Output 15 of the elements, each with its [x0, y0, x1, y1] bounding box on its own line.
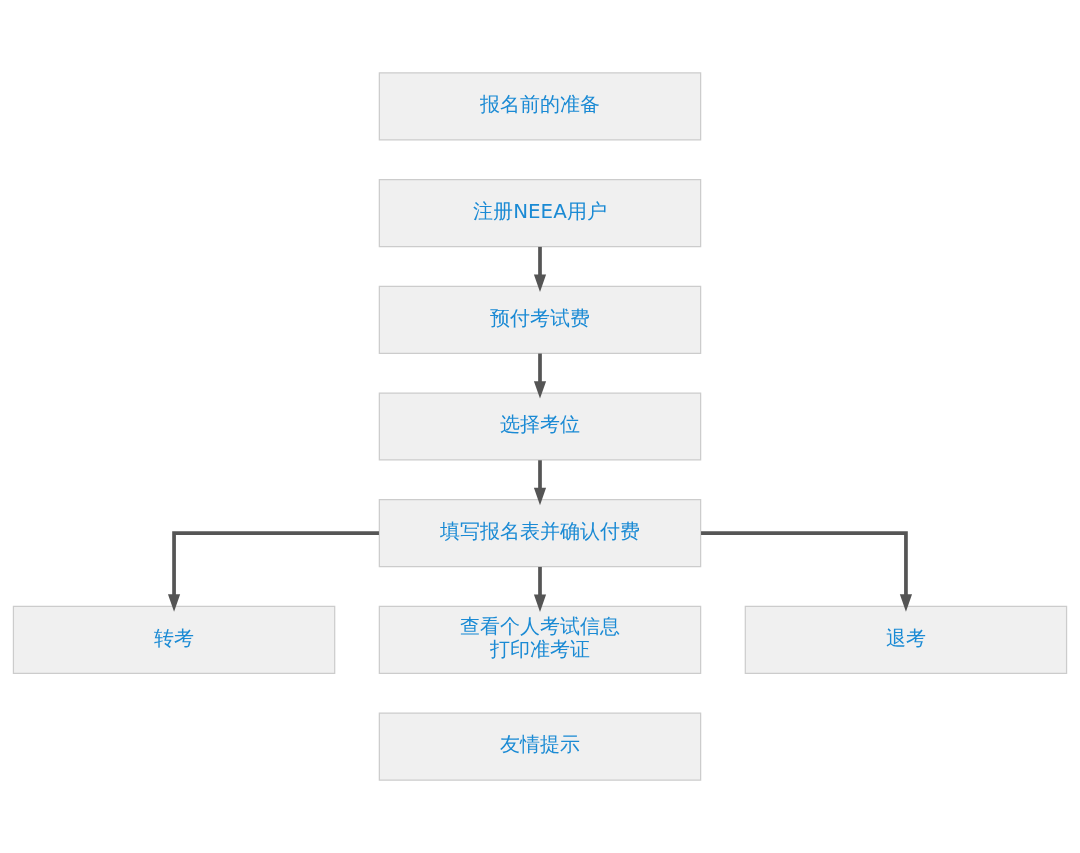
- node-box: 预付考试费: [378, 285, 702, 354]
- arrow: [533, 353, 547, 399]
- arrow: [533, 566, 547, 612]
- arrow: [533, 246, 547, 292]
- node-box: 退考: [744, 605, 1068, 674]
- node-box: 查看个人考试信息 打印准考证: [378, 605, 702, 674]
- node-box: 报名前的准备: [378, 72, 702, 141]
- node-box: 填写报名表并确认付费: [378, 499, 702, 568]
- arrow: [533, 460, 547, 506]
- node-box: 选择考位: [378, 392, 702, 461]
- arrow: [167, 531, 379, 612]
- arrow: [701, 531, 913, 612]
- node-box: 注册NEEA用户: [378, 179, 702, 248]
- node-box: 友情提示: [378, 712, 702, 781]
- node-box: 转考: [12, 605, 336, 674]
